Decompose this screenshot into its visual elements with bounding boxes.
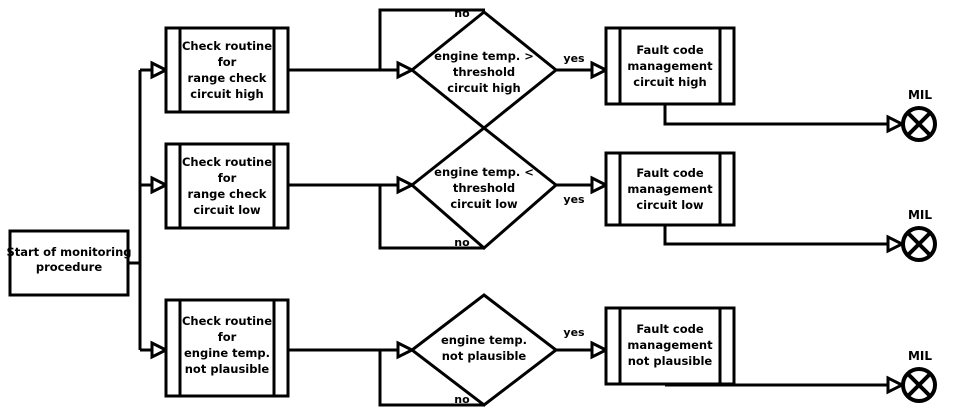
mil-lamp-2-label: MIL	[908, 208, 932, 222]
decision-diamond-1-line-1: engine temp. >	[434, 49, 534, 63]
decision-diamond-3-outline[interactable]	[409, 293, 559, 407]
check-routine-box-1-line-2: for	[218, 55, 237, 69]
connector-decision2-no-loop	[378, 183, 485, 250]
check-routine-box-1-line-3: range check	[188, 71, 267, 85]
fault-code-box-1-outline[interactable]	[604, 26, 736, 106]
fault-code-box-1-line-1: Fault code	[636, 43, 704, 57]
check-routine-box-3-outline[interactable]	[164, 298, 290, 398]
start-node-label-line-2: procedure	[36, 260, 103, 274]
fault-code-box-2-line-1: Fault code	[636, 166, 704, 180]
check-routine-box-1-outline[interactable]	[164, 26, 290, 114]
start-node-box[interactable]	[8, 229, 130, 297]
edge-label-no-1: no	[454, 7, 470, 20]
check-routine-box-2-line-3: range check	[188, 187, 267, 201]
check-routine-box-2-outline[interactable]	[164, 142, 290, 230]
check-routine-box-1[interactable]: Check routine for range check circuit hi…	[164, 26, 290, 114]
mil-lamp-3[interactable]: MIL	[901, 349, 937, 403]
check-routine-box-3-line-2: for	[218, 330, 237, 344]
decision-diamond-2-line-1: engine temp. <	[434, 165, 534, 179]
check-routine-box-3-line-1: Check routine	[182, 314, 272, 328]
start-node[interactable]: Start of monitoring procedure	[6, 229, 132, 297]
decision-diamond-3-line-2: not plausible	[442, 349, 527, 363]
fault-code-box-3[interactable]: Fault code management not plausible	[604, 306, 736, 386]
edge-label-yes-1: yes	[563, 52, 585, 65]
arrowhead-mil-3	[886, 375, 906, 395]
row-circuit-high: Check routine for range check circuit hi…	[164, 7, 937, 142]
fault-code-box-1-line-3: circuit high	[633, 75, 706, 89]
connector-decision3-no-loop	[378, 348, 485, 407]
decision-diamond-3[interactable]: engine temp. not plausible	[409, 293, 559, 407]
decision-diamond-2-outline[interactable]	[409, 126, 559, 250]
fault-code-box-1-line-2: management	[627, 59, 713, 73]
decision-diamond-1-line-3: circuit high	[447, 81, 520, 95]
connector-fault2-to-mil2	[663, 225, 888, 246]
fault-code-box-3-line-3: not plausible	[628, 354, 713, 368]
fault-code-box-1[interactable]: Fault code management circuit high	[604, 26, 736, 106]
arrowhead-check-routine-2	[150, 175, 170, 195]
decision-diamond-3-line-1: engine temp.	[441, 333, 527, 347]
decision-diamond-2-line-3: circuit low	[450, 197, 518, 211]
mil-lamp-3-label: MIL	[908, 349, 932, 363]
fault-code-box-2-line-2: management	[627, 182, 713, 196]
decision-diamond-1[interactable]: engine temp. > threshold circuit high	[409, 10, 559, 130]
mil-lamp-1-cross-b	[906, 111, 932, 137]
arrowhead-check-routine-3	[150, 340, 170, 360]
edge-label-yes-2: yes	[563, 193, 585, 206]
arrowhead-check-routine-1	[150, 60, 170, 80]
edge-label-no-2: no	[454, 236, 470, 249]
arrowhead-mil-1	[886, 114, 906, 134]
connectors	[128, 8, 906, 407]
check-routine-box-1-line-1: Check routine	[182, 39, 272, 53]
check-routine-box-2-line-2: for	[218, 171, 237, 185]
decision-diamond-2[interactable]: engine temp. < threshold circuit low	[409, 126, 559, 250]
edge-label-no-3: no	[454, 393, 470, 406]
check-routine-box-2[interactable]: Check routine for range check circuit lo…	[164, 142, 290, 230]
check-routine-box-3[interactable]: Check routine for engine temp. not plaus…	[164, 298, 290, 398]
connector-fault1-to-mil1	[663, 104, 888, 126]
arrowhead-mil-2	[886, 234, 906, 254]
arrowhead-fault3	[590, 340, 610, 360]
arrowhead-fault1	[590, 60, 610, 80]
mil-lamp-3-cross-b	[906, 372, 932, 398]
edge-label-yes-3: yes	[563, 326, 585, 339]
start-node-label-line-1: Start of monitoring	[6, 245, 131, 259]
fault-code-box-3-outline[interactable]	[604, 306, 736, 386]
row-circuit-low: Check routine for range check circuit lo…	[164, 126, 937, 262]
mil-lamp-2[interactable]: MIL	[901, 208, 937, 262]
fault-code-box-2[interactable]: Fault code management circuit low	[604, 151, 736, 227]
fault-code-box-3-line-2: management	[627, 338, 713, 352]
fault-code-box-2-outline[interactable]	[604, 151, 736, 227]
check-routine-box-3-line-3: engine temp.	[184, 346, 270, 360]
mil-lamp-1-label: MIL	[908, 88, 932, 102]
fault-code-box-2-line-3: circuit low	[636, 198, 704, 212]
decision-diamond-2-line-2: threshold	[453, 181, 515, 195]
connector-decision1-no-loop	[378, 8, 485, 72]
arrowhead-fault2	[590, 175, 610, 195]
mil-lamp-1[interactable]: MIL	[901, 88, 937, 142]
check-routine-box-2-line-1: Check routine	[182, 155, 272, 169]
fault-code-box-3-line-1: Fault code	[636, 322, 704, 336]
mil-lamp-2-cross-b	[906, 231, 932, 257]
row-not-plausible: Check routine for engine temp. not plaus…	[164, 293, 937, 407]
check-routine-box-3-line-4: not plausible	[185, 362, 270, 376]
check-routine-box-1-line-4: circuit high	[190, 87, 263, 101]
decision-diamond-1-line-2: threshold	[453, 65, 515, 79]
check-routine-box-2-line-4: circuit low	[193, 203, 261, 217]
